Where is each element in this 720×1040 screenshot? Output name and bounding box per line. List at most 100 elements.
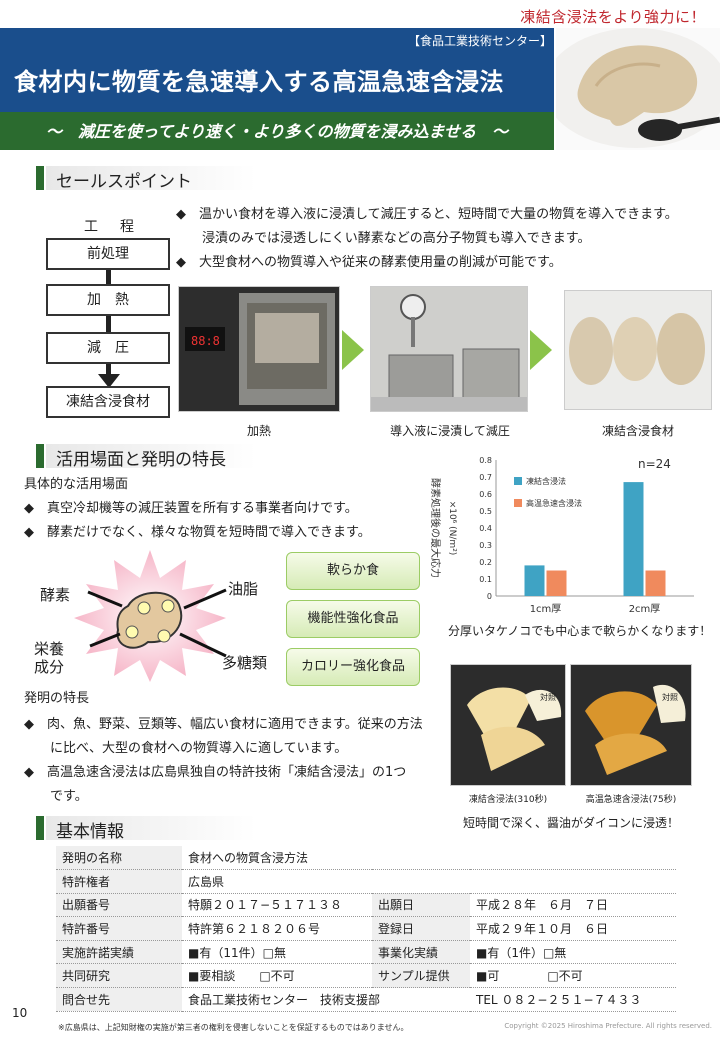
x-tick-label: 1cm厚 — [530, 603, 562, 615]
y-tick-label: 0.3 — [479, 541, 492, 550]
scene-title: 具体的な活用場面 — [24, 477, 129, 492]
page-subtitle: 〜 減圧を使ってより速く・より多くの物質を浸み込ませる 〜 — [45, 122, 509, 141]
product-photo — [564, 290, 712, 410]
table-row: 共同研究■要相談 □不可サンプル提供■可 □不可 — [56, 963, 676, 989]
info-key: サンプル提供 — [372, 963, 470, 989]
process-step-heat: 加 熱 — [46, 284, 170, 316]
infusion-diagram — [74, 550, 227, 682]
top-tagline: 凍結含浸法をより強力に！ — [520, 8, 706, 26]
table-row: 実施許諾実績■有（11件）□無事業化実績■有（1件）□無 — [56, 940, 676, 965]
next-arrow-icon — [530, 330, 552, 370]
process-step-depressurize: 減 圧 — [46, 332, 170, 364]
info-value: ■有（1件）□無 — [470, 940, 676, 965]
food-category-functional: 機能性強化食品 — [286, 600, 420, 638]
photo-caption: 導入液に浸漬して減圧 — [390, 424, 510, 438]
y-axis-label: 酵素処理後の最大応力 — [429, 478, 442, 578]
info-key: 事業化実績 — [372, 940, 470, 965]
scene-bullet: ◆ 真空冷却機等の減圧装置を所有する事業者向けです。 — [24, 501, 358, 516]
radish-photo-frozen — [450, 664, 566, 786]
org-tag: 【食品工業技術センター】 — [407, 34, 552, 48]
label-component: 成分 — [34, 658, 65, 676]
photo-caption: 加熱 — [246, 424, 271, 438]
control-label: 対照 — [540, 693, 556, 702]
label-polysaccharide: 多糖類 — [222, 654, 268, 672]
basic-info-table: 発明の名称食材への物質含浸方法 特許権者広島県 出願番号特願２０１７−５１７１３… — [56, 846, 676, 1012]
info-value: 平成２８年 ６月 ７日 — [470, 893, 676, 918]
disclaimer-note: ※広島県は、上記知財権の実施が第三者の権利を侵害しないことを保証するものではあり… — [58, 1023, 409, 1032]
label-enzyme: 酵素 — [40, 586, 71, 604]
y-axis-unit: ×10⁶ (N/m²) — [447, 501, 457, 556]
y-tick-label: 0.7 — [479, 473, 492, 482]
table-row: 特許番号特許第６２１８２０６号登録日平成２９年１０月 ６日 — [56, 916, 676, 941]
feature-title: 発明の特長 — [24, 691, 90, 706]
radish-caption: 短時間で深く、醤油がダイコンに浸透！ — [462, 816, 679, 830]
info-value: 食品工業技術センター 技術支援部 — [182, 987, 470, 1012]
chart-bar — [546, 570, 567, 596]
process-connector — [106, 364, 111, 380]
section-title: セールスポイント — [56, 172, 192, 192]
table-row: 特許権者広島県 — [56, 869, 676, 894]
legend-swatch — [514, 499, 522, 507]
info-key: 特許番号 — [56, 916, 182, 941]
info-key: 発明の名称 — [56, 846, 182, 871]
chart-bar — [623, 482, 644, 596]
section-heading-basic: 基本情報 — [36, 816, 266, 842]
control-label: 対照 — [662, 693, 678, 702]
info-key: 実施許諾実績 — [56, 940, 182, 965]
info-value: 平成２９年１０月 ６日 — [470, 916, 676, 941]
feature-bullet: ◆ 肉、魚、野菜、豆類等、幅広い食材に適用できます。従来の方法 — [24, 717, 423, 732]
copyright: Copyright ©2025 Hiroshima Prefecture. Al… — [504, 1022, 712, 1030]
next-arrow-icon — [342, 330, 364, 370]
immersion-photo — [370, 286, 528, 412]
food-category-soft: 軟らか食 — [286, 552, 420, 590]
process-connector — [106, 270, 111, 284]
process-step-preprocess: 前処理 — [46, 238, 170, 270]
chart-caption: 分厚いタケノコでも中心まで軟らかくなります！ — [448, 624, 712, 638]
info-value: TEL ０８２−２５１−７４３３ — [470, 987, 676, 1012]
legend-swatch — [514, 477, 522, 485]
process-connector — [106, 316, 111, 332]
info-value: 広島県 — [182, 869, 676, 894]
feature-bullet: ◆ 高温急速含浸法は広島県独自の特許技術「凍結含浸法」の1つ — [24, 765, 407, 780]
food-category-calorie: カロリー強化食品 — [286, 648, 420, 686]
selling-bullet: ◆ 大型食材への物質導入や従来の酵素使用量の削減が可能です。 — [176, 255, 562, 270]
photo-caption: 高温急速含浸法(75秒) — [585, 795, 677, 805]
down-arrow-icon — [98, 374, 120, 388]
process-step-product: 凍結含浸食材 — [46, 386, 170, 418]
chart-bar — [524, 565, 545, 596]
info-key: 問合せ先 — [56, 987, 182, 1012]
info-key: 登録日 — [372, 916, 470, 941]
feature-bullet: に比べ、大型の食材への物質導入に適しています。 — [24, 741, 348, 756]
selling-bullet: ◆ 温かい食材を導入液に浸漬して減圧すると、短時間で大量の物質を導入できます。 — [176, 207, 678, 222]
y-tick-label: 0.1 — [479, 575, 492, 584]
label-nutrition: 栄養 — [34, 640, 65, 658]
svg-text:88:8: 88:8 — [191, 334, 220, 348]
photo-caption: 凍結含浸法(310秒) — [468, 795, 548, 805]
photo-caption: 凍結含浸食材 — [601, 424, 674, 438]
subtitle-banner — [0, 112, 554, 150]
info-value: ■可 □不可 — [470, 963, 676, 989]
y-tick-label: 0.8 — [479, 456, 492, 465]
label-fat: 油脂 — [228, 580, 259, 598]
info-key: 出願日 — [372, 893, 470, 918]
page-title: 食材内に物質を急速導入する高温急速含浸法 — [14, 68, 504, 96]
section-title: 活用場面と発明の特長 — [56, 450, 226, 470]
selling-bullet: 浸漬のみでは浸透しにくい酵素などの高分子物質も導入できます。 — [176, 231, 591, 246]
legend-label: 凍結含浸法 — [526, 476, 566, 486]
y-tick-label: 0.6 — [479, 490, 492, 499]
info-key: 特許権者 — [56, 869, 182, 894]
section-heading-selling: セールスポイント — [36, 166, 266, 192]
y-tick-label: 0 — [487, 592, 492, 601]
section-title: 基本情報 — [56, 822, 124, 842]
legend-label: 高温急速含浸法 — [526, 498, 582, 508]
chart-bar — [645, 570, 666, 596]
info-value: 食材への物質含浸方法 — [182, 846, 676, 871]
process-label: 工 程 — [84, 219, 138, 235]
section-heading-usage: 活用場面と発明の特長 — [36, 444, 266, 470]
y-tick-label: 0.2 — [479, 558, 492, 567]
info-key: 出願番号 — [56, 893, 182, 918]
heating-photo: 88:8 — [178, 286, 340, 412]
